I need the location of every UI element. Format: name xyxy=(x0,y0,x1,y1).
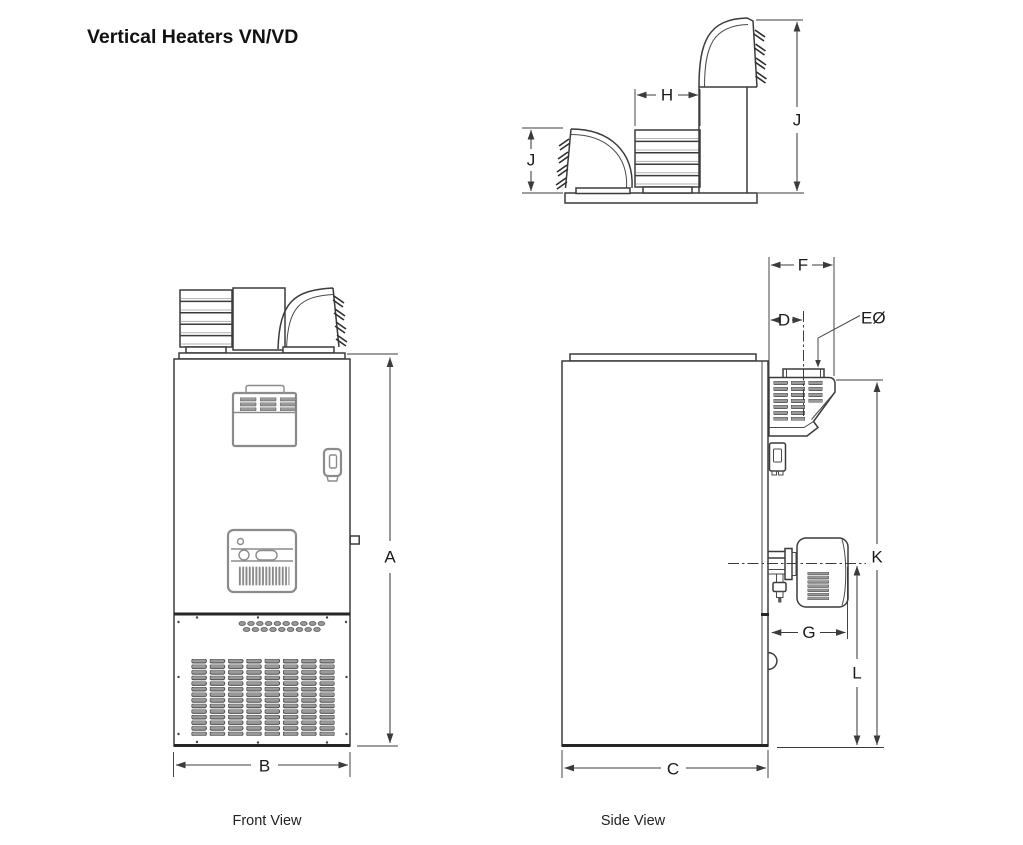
dimension-a: A xyxy=(347,353,398,747)
burner-assembly xyxy=(768,537,849,608)
control-panel xyxy=(226,528,298,594)
flue-hood xyxy=(768,368,836,437)
dim-label-f: F xyxy=(798,256,808,275)
flue-transition-box xyxy=(232,287,286,351)
dimension-c: C xyxy=(561,750,769,779)
louvered-cap xyxy=(634,129,701,194)
front-roof-caps xyxy=(179,287,348,354)
louver-fin-icon xyxy=(558,138,571,151)
dim-label-l: L xyxy=(852,664,861,683)
front-top-plate xyxy=(178,352,346,360)
top-view: J H xyxy=(522,17,804,204)
louver-fin-icon xyxy=(753,29,766,42)
lower-louver-panel xyxy=(177,616,348,744)
dim-label-d: D xyxy=(778,311,790,330)
dim-label-k: K xyxy=(871,548,883,567)
side-cabinet xyxy=(561,360,769,747)
side-top-plate xyxy=(569,353,757,362)
screws xyxy=(177,616,348,744)
side-view-caption: Side View xyxy=(601,813,666,829)
intake-elbow xyxy=(555,128,633,195)
dimension-f: F xyxy=(768,256,835,377)
burner-vent xyxy=(807,572,829,600)
flue-collar xyxy=(782,368,825,378)
roof-base-plate xyxy=(564,192,758,204)
control-knob-icon xyxy=(238,549,250,561)
dim-label-e-diameter: EØ xyxy=(861,309,886,328)
dimension-j-intake: J xyxy=(522,127,563,194)
louver-fin-icon xyxy=(753,43,767,56)
front-view-caption: Front View xyxy=(232,813,302,829)
side-view: F D EØ G K xyxy=(561,256,886,829)
dimension-b: B xyxy=(173,752,351,777)
dimension-g: G xyxy=(771,567,848,642)
callout-e-diameter: EØ xyxy=(815,309,886,368)
louver-fin-icon xyxy=(754,57,767,70)
control-switch-icon xyxy=(255,549,278,561)
dimension-d: D xyxy=(770,311,803,330)
dimension-k: K xyxy=(777,379,884,748)
flue-stack xyxy=(698,17,768,193)
panel-vent xyxy=(238,566,290,586)
dim-label-j-intake: J xyxy=(527,151,536,170)
dim-label-h: H xyxy=(661,86,673,105)
leader-arrow-icon xyxy=(815,360,821,368)
indicator-light-icon xyxy=(236,537,245,546)
page-title: Vertical Heaters VN/VD xyxy=(87,26,298,48)
front-view: A B Front View xyxy=(173,287,398,829)
gas-valve xyxy=(772,573,787,603)
dim-label-a: A xyxy=(384,548,396,567)
dimension-l: L xyxy=(852,565,862,746)
dimension-j-flue: J xyxy=(756,19,804,194)
door-handle xyxy=(322,447,343,482)
dim-label-b: B xyxy=(259,757,270,776)
burner-door-panel xyxy=(231,384,298,448)
side-latch xyxy=(349,535,360,545)
dimension-h: H xyxy=(634,86,701,126)
side-switch-box xyxy=(768,442,787,476)
dim-label-c: C xyxy=(667,760,679,779)
dim-label-j-flue: J xyxy=(793,111,802,130)
cable-grommet xyxy=(767,651,778,671)
dim-label-g: G xyxy=(802,623,815,642)
